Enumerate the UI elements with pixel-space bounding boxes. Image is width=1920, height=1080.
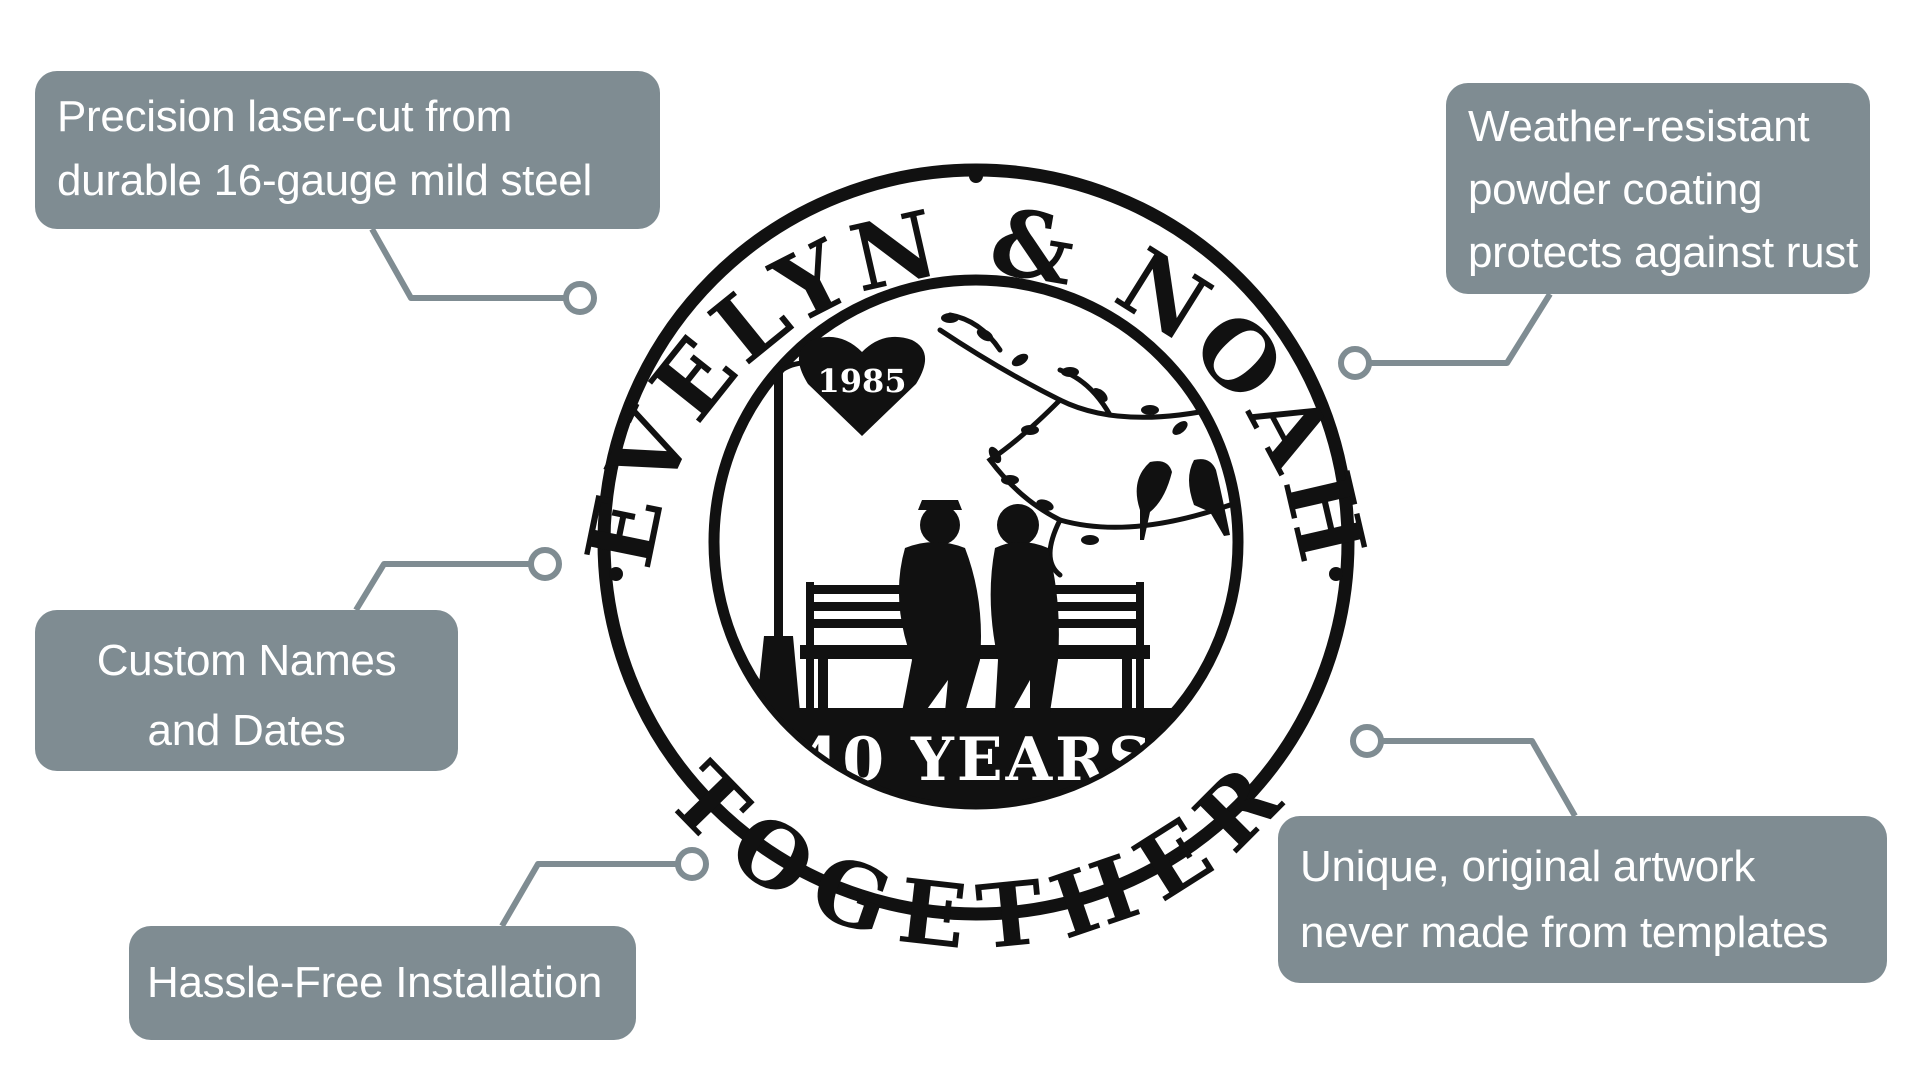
ring-dot-left <box>609 567 623 581</box>
connector-5 <box>1382 738 1578 818</box>
callout-line: Unique, original artwork <box>1300 842 1756 891</box>
elderly-couple-silhouette <box>898 500 1059 712</box>
connector-dot-2 <box>1338 346 1372 380</box>
heart-year-text: 1985 <box>817 362 906 400</box>
sign-top-name-text: EVELYN & NOAH <box>565 186 1388 576</box>
connector-2 <box>1370 292 1553 366</box>
connector-dot-3 <box>528 547 562 581</box>
callout-line: and Dates <box>147 706 346 755</box>
tree-leaves <box>941 313 1188 545</box>
callout-original-artwork: Unique, original artwork never made from… <box>1278 816 1887 983</box>
callout-line: Hassle-Free Installation <box>147 958 602 1007</box>
connector-3 <box>353 561 530 612</box>
callout-line: Weather-resistant <box>1468 102 1810 151</box>
ring-dot-right <box>1329 567 1343 581</box>
callout-line: Precision laser-cut from <box>57 92 512 141</box>
connector-4 <box>499 861 677 928</box>
lamp-post <box>774 372 783 712</box>
banner-years-text: 40 YEARS <box>798 725 1155 795</box>
callout-installation: Hassle-Free Installation <box>129 926 636 1040</box>
connector-dot-5 <box>1350 724 1384 758</box>
birds <box>1136 459 1230 540</box>
callout-weather-resistant: Weather-resistant powder coating protect… <box>1446 83 1870 294</box>
callout-line: powder coating <box>1468 165 1763 214</box>
callout-laser-cut-steel: Precision laser-cut from durable 16-gaug… <box>35 71 660 229</box>
connector-1 <box>369 227 565 301</box>
heart-shape <box>798 336 926 436</box>
callout-custom-names: Custom Names and Dates <box>35 610 458 771</box>
lamp-base <box>756 636 800 712</box>
callout-line: Custom Names <box>96 636 397 685</box>
callout-line: never made from templates <box>1300 908 1829 957</box>
ring-dot-top <box>969 169 983 183</box>
connector-dot-1 <box>563 281 597 315</box>
callout-line: protects against rust <box>1468 228 1858 277</box>
callout-line: durable 16-gauge mild steel <box>57 156 592 205</box>
park-bench <box>800 582 1150 712</box>
tree-branch <box>937 312 1233 578</box>
connector-dot-4 <box>675 847 709 881</box>
